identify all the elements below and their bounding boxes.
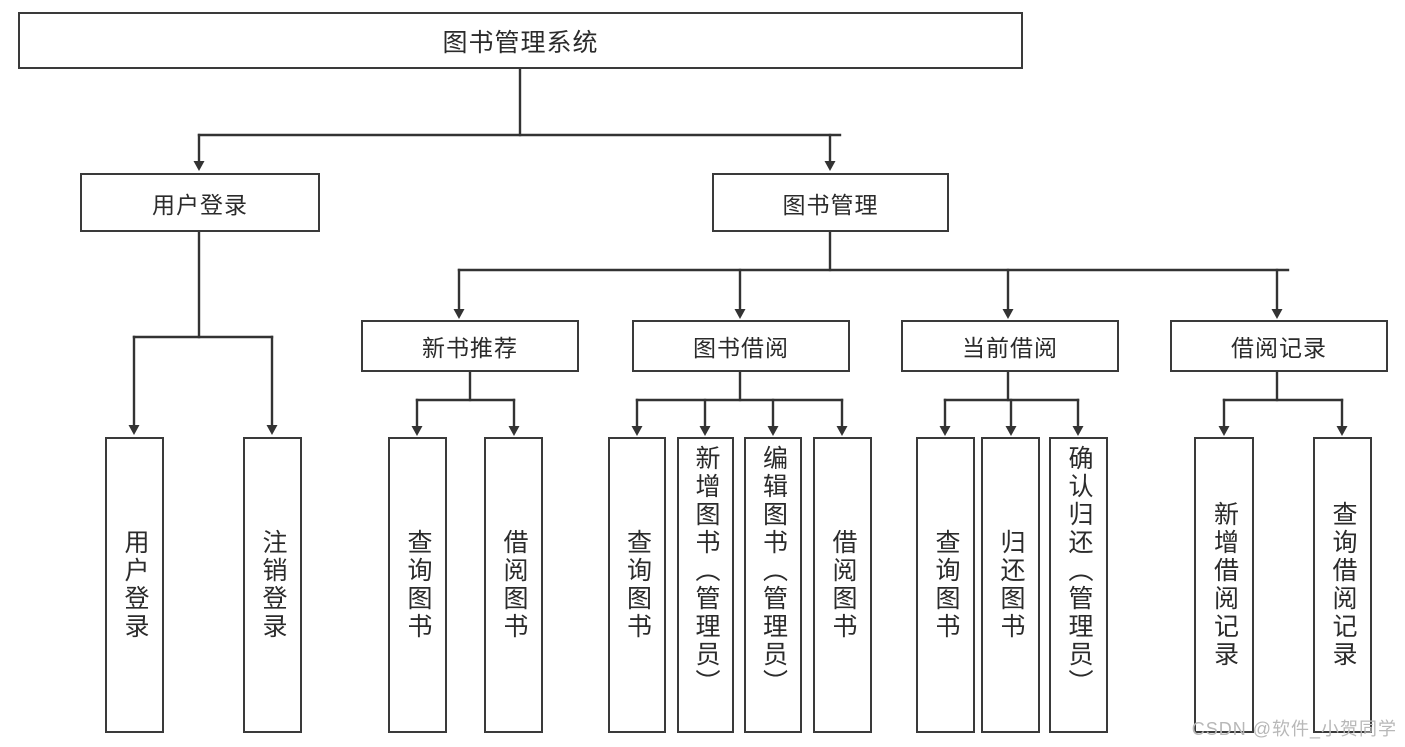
node-book-borrow[interactable]: 图书借阅 <box>632 320 850 372</box>
node-book-borrow-label: 图书借阅 <box>693 335 789 361</box>
node-leaf-add-record[interactable]: 新增借阅记录 <box>1194 437 1254 733</box>
node-leaf-query-record[interactable]: 查询借阅记录 <box>1313 437 1372 733</box>
node-leaf-add-record-label: 新增借阅记录 <box>1210 501 1239 669</box>
node-current-borrow-label: 当前借阅 <box>962 335 1058 361</box>
node-leaf-query-book[interactable]: 查询图书 <box>608 437 666 733</box>
node-leaf-edit-book-label: 编辑图书（管理员） <box>759 445 788 697</box>
node-book-manage-label: 图书管理 <box>782 191 879 218</box>
node-leaf-edit-book[interactable]: 编辑图书（管理员） <box>744 437 802 733</box>
node-current-borrow[interactable]: 当前借阅 <box>901 320 1119 372</box>
node-leaf-query-book-cur[interactable]: 查询图书 <box>916 437 975 733</box>
node-leaf-query-record-label: 查询借阅记录 <box>1329 501 1357 669</box>
node-leaf-logout-login-label: 注销登录 <box>259 529 287 641</box>
node-leaf-borrow-book-label: 借阅图书 <box>829 529 857 641</box>
node-borrow-record[interactable]: 借阅记录 <box>1170 320 1388 372</box>
node-borrow-record-label: 借阅记录 <box>1231 335 1327 361</box>
node-leaf-logout-login[interactable]: 注销登录 <box>243 437 302 733</box>
node-leaf-borrow-book-rec-label: 借阅图书 <box>500 529 528 641</box>
node-leaf-add-book-label: 新增图书（管理员） <box>692 445 720 697</box>
csdn-watermark: CSDN @软件_小贺同学 <box>1191 719 1397 739</box>
node-book-manage[interactable]: 图书管理 <box>712 173 949 232</box>
node-leaf-return-book[interactable]: 归还图书 <box>981 437 1040 733</box>
node-leaf-query-book-label: 查询图书 <box>623 529 652 641</box>
node-leaf-return-book-label: 归还图书 <box>997 529 1025 641</box>
node-leaf-confirm-return[interactable]: 确认归还（管理员） <box>1049 437 1108 733</box>
node-leaf-query-book-rec-label: 查询图书 <box>404 529 432 641</box>
node-leaf-query-book-rec[interactable]: 查询图书 <box>388 437 447 733</box>
node-leaf-borrow-book[interactable]: 借阅图书 <box>813 437 872 733</box>
node-user-login-label: 用户登录 <box>152 191 248 218</box>
node-root[interactable]: 图书管理系统 <box>18 12 1023 69</box>
node-leaf-confirm-return-label: 确认归还（管理员） <box>1065 445 1093 697</box>
node-leaf-add-book[interactable]: 新增图书（管理员） <box>677 437 734 733</box>
node-new-book-rec[interactable]: 新书推荐 <box>361 320 579 372</box>
node-leaf-query-book-cur-label: 查询图书 <box>932 529 960 641</box>
node-leaf-user-login-label: 用户登录 <box>121 529 149 641</box>
node-leaf-user-login[interactable]: 用户登录 <box>105 437 164 733</box>
node-leaf-borrow-book-rec[interactable]: 借阅图书 <box>484 437 543 733</box>
node-root-label: 图书管理系统 <box>442 28 599 57</box>
node-new-book-rec-label: 新书推荐 <box>422 335 518 361</box>
node-user-login[interactable]: 用户登录 <box>80 173 320 232</box>
